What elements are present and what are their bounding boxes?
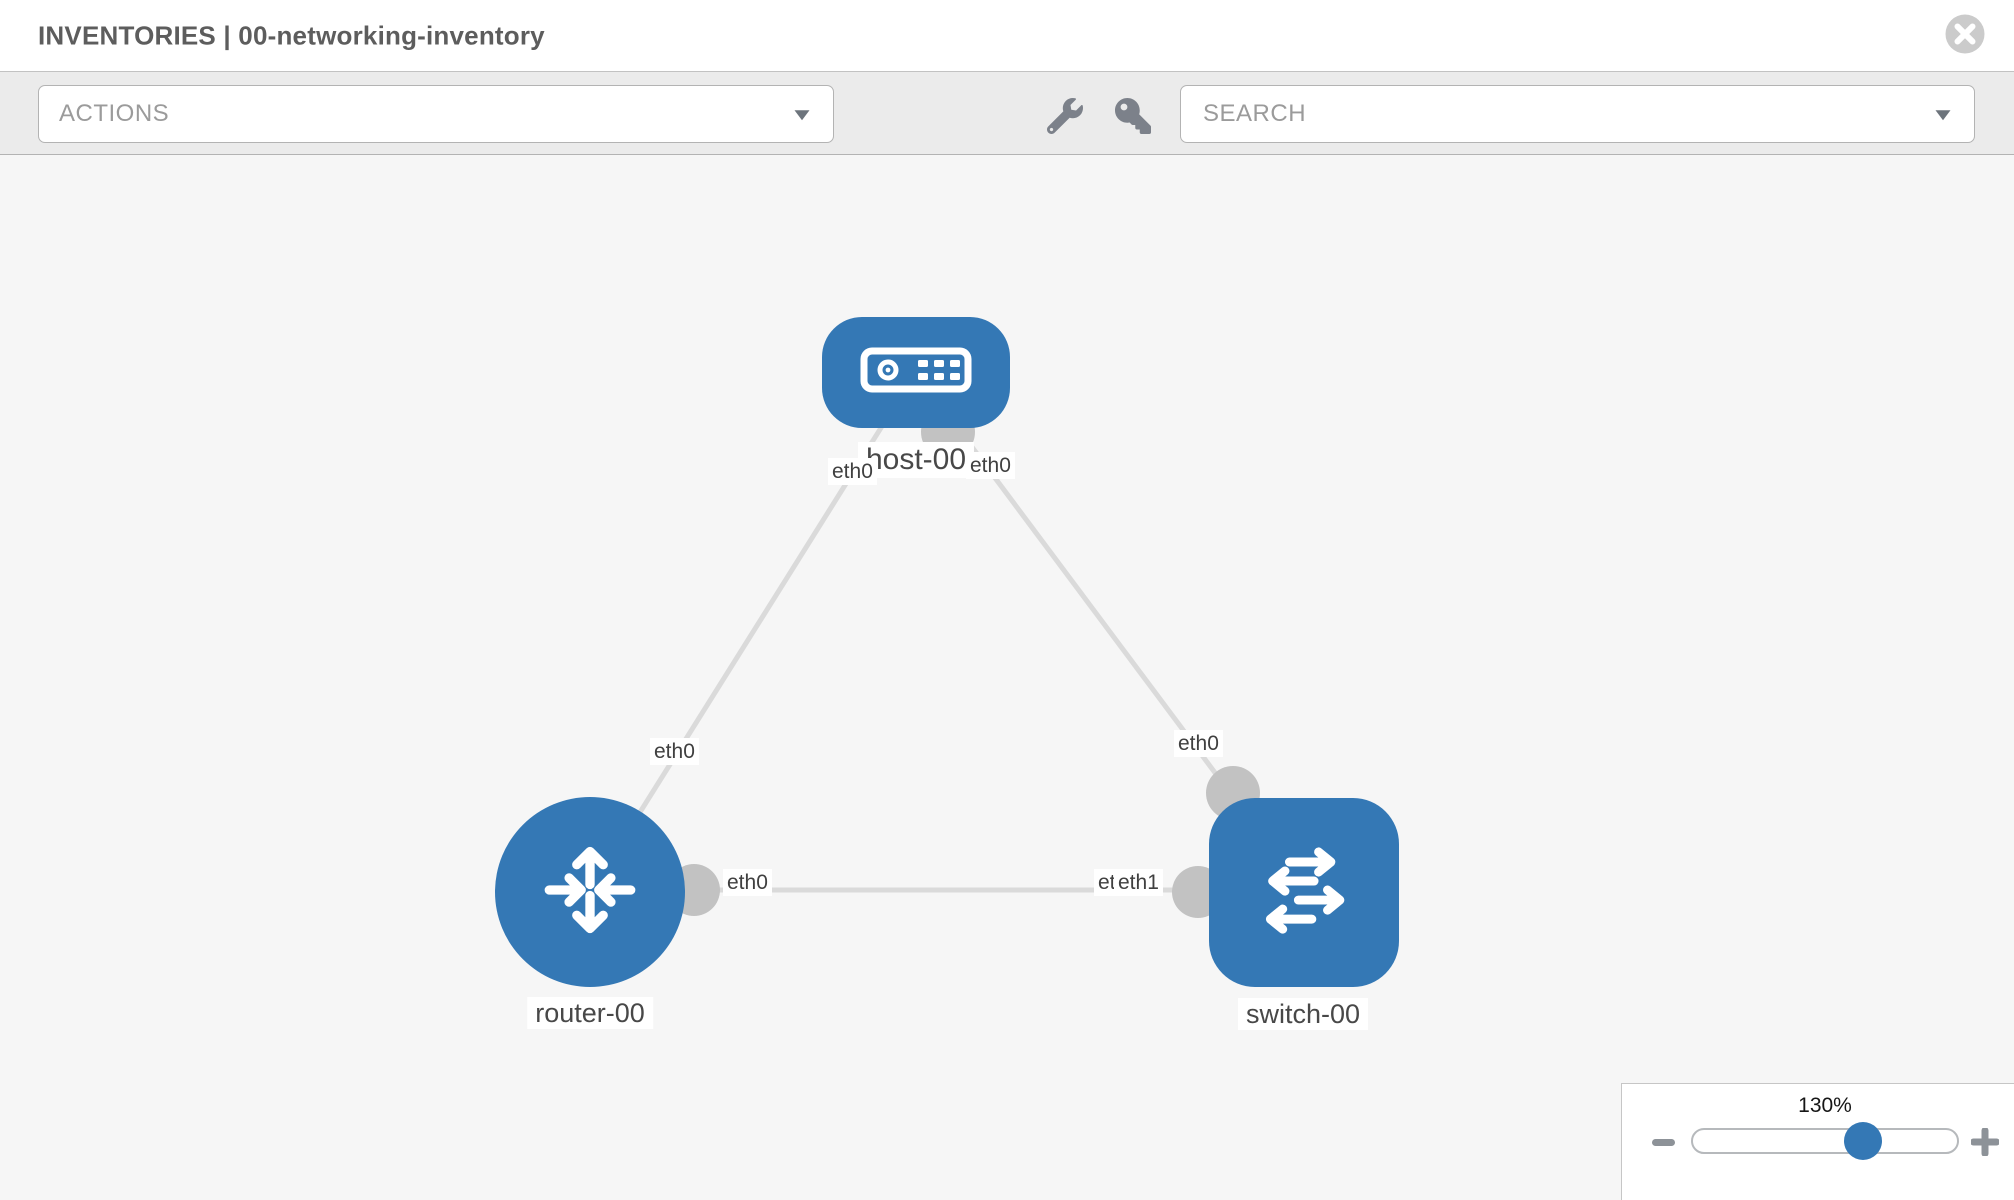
zoom-control-panel: 130% xyxy=(1621,1083,2014,1200)
close-icon xyxy=(1944,14,1986,58)
zoom-slider-thumb[interactable] xyxy=(1844,1122,1882,1160)
wrench-icon xyxy=(1046,98,1083,137)
toolbar: ACTIONS xyxy=(0,72,2014,155)
close-button[interactable] xyxy=(1944,13,1986,55)
zoom-slider-track[interactable] xyxy=(1691,1128,1959,1154)
header-bar: INVENTORIES | 00-networking-inventory xyxy=(0,0,2014,72)
node-router-00[interactable] xyxy=(495,797,685,987)
key-icon xyxy=(1115,98,1151,137)
node-label-router: router-00 xyxy=(527,997,653,1030)
zoom-level-readout: 130% xyxy=(1798,1094,1852,1117)
node-label-host: host-00 xyxy=(857,442,975,478)
node-switch-00[interactable] xyxy=(1209,798,1399,987)
interface-label-router-to-host: eth0 xyxy=(650,738,699,765)
page-title: INVENTORIES | 00-networking-inventory xyxy=(38,20,545,50)
interface-label-switch-to-host: eth0 xyxy=(1174,730,1223,757)
server-icon xyxy=(860,347,972,398)
node-label-switch: switch-00 xyxy=(1237,998,1369,1031)
wrench-tool-button[interactable] xyxy=(1046,98,1083,137)
search-dropdown[interactable] xyxy=(1180,85,1975,143)
chevron-down-icon xyxy=(793,109,811,122)
zoom-in-button[interactable] xyxy=(1970,1127,2000,1159)
topology-canvas[interactable]: host-00 router-00 switch-00 eth0 eth0 et… xyxy=(0,155,2014,1200)
chevron-down-icon xyxy=(1934,109,1952,122)
interface-label-router-to-switch: eth0 xyxy=(723,869,772,896)
key-tool-button[interactable] xyxy=(1115,98,1151,134)
plus-icon xyxy=(1970,1127,2000,1159)
zoom-out-button[interactable] xyxy=(1652,1139,1675,1146)
topology-links-layer xyxy=(587,370,1307,918)
node-host-00[interactable] xyxy=(822,317,1010,428)
search-input[interactable] xyxy=(1201,99,1895,129)
interface-label-host-to-switch: eth0 xyxy=(966,452,1015,479)
router-arrows-icon xyxy=(535,835,645,950)
switch-arrows-icon xyxy=(1248,834,1360,951)
actions-dropdown[interactable]: ACTIONS xyxy=(38,85,834,143)
interface-label-switch-to-router: eth1 xyxy=(1114,869,1163,896)
actions-dropdown-label: ACTIONS xyxy=(59,100,170,127)
interface-label-host-to-router: eth0 xyxy=(828,458,877,485)
